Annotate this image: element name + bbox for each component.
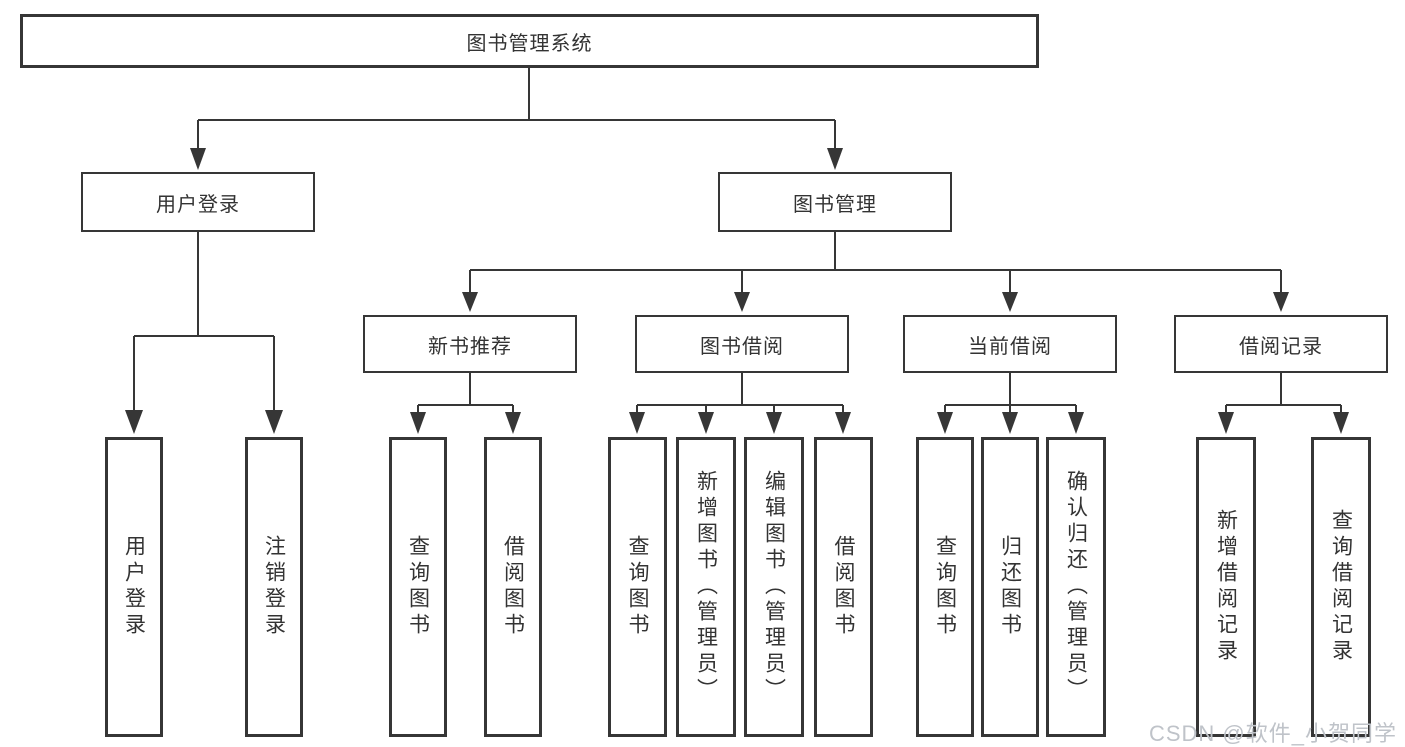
leaf-query-borrow-record-label: 查询借阅记录 <box>1329 509 1353 665</box>
arrow-down-icon <box>265 410 283 434</box>
leaf-user-login: 用户登录 <box>105 437 163 737</box>
arrow-down-icon <box>1068 412 1084 434</box>
arrow-down-icon <box>698 412 714 434</box>
leaf-query-books-current: 查询图书 <box>916 437 974 737</box>
connector-new-book-recommendation <box>410 373 521 434</box>
leaf-query-borrow-record: 查询借阅记录 <box>1311 437 1371 737</box>
watermark: CSDN @软件_小贺同学 <box>1148 721 1397 746</box>
arrow-down-icon <box>505 412 521 434</box>
leaf-logout: 注销登录 <box>245 437 303 737</box>
leaf-borrow-books-recommend-label: 借阅图书 <box>501 535 525 639</box>
leaf-add-book-admin-label: 新增图书（管理员） <box>694 470 718 704</box>
node-book-borrowing: 图书借阅 <box>635 315 849 373</box>
arrow-down-icon <box>937 412 953 434</box>
leaf-return-books: 归还图书 <box>981 437 1039 737</box>
arrow-down-icon <box>1273 292 1289 312</box>
arrow-down-icon <box>734 292 750 312</box>
leaf-user-login-label: 用户登录 <box>122 535 146 639</box>
leaf-logout-label: 注销登录 <box>262 535 286 639</box>
leaf-query-books-borrowing: 查询图书 <box>608 437 667 737</box>
connector-book-borrowing <box>629 373 851 434</box>
arrow-down-icon <box>125 410 143 434</box>
node-current-borrowing-label: 当前借阅 <box>968 335 1052 358</box>
node-book-borrowing-label: 图书借阅 <box>700 335 784 358</box>
node-borrowing-records-label: 借阅记录 <box>1239 335 1323 358</box>
node-borrowing-records: 借阅记录 <box>1174 315 1388 373</box>
node-user-login-label: 用户登录 <box>156 193 240 216</box>
leaf-query-books-borrowing-label: 查询图书 <box>626 535 649 639</box>
arrow-down-icon <box>629 412 645 434</box>
leaf-query-books-recommend-label: 查询图书 <box>406 535 430 639</box>
arrow-down-icon <box>1218 412 1234 434</box>
arrow-down-icon <box>462 292 478 312</box>
leaf-borrow-books: 借阅图书 <box>814 437 873 737</box>
arrow-down-icon <box>1002 412 1018 434</box>
leaf-borrow-books-label: 借阅图书 <box>832 535 855 639</box>
node-book-management: 图书管理 <box>718 172 952 232</box>
leaf-query-books-current-label: 查询图书 <box>933 535 957 639</box>
leaf-add-borrow-record-label: 新增借阅记录 <box>1214 509 1238 665</box>
leaf-confirm-return-admin: 确认归还（管理员） <box>1046 437 1106 737</box>
leaf-add-borrow-record: 新增借阅记录 <box>1196 437 1256 737</box>
connector-book-management <box>462 232 1289 312</box>
arrow-down-icon <box>410 412 426 434</box>
connector-borrowing-records <box>1218 373 1349 434</box>
arrow-down-icon <box>190 148 206 170</box>
leaf-add-book-admin: 新增图书（管理员） <box>676 437 736 737</box>
node-new-book-recommendation: 新书推荐 <box>363 315 577 373</box>
node-current-borrowing: 当前借阅 <box>903 315 1117 373</box>
leaf-edit-book-admin-label: 编辑图书（管理员） <box>762 470 786 704</box>
arrow-down-icon <box>766 412 782 434</box>
leaf-borrow-books-recommend: 借阅图书 <box>484 437 542 737</box>
connector-current-borrowing <box>937 373 1084 434</box>
leaf-confirm-return-admin-label: 确认归还（管理员） <box>1064 470 1088 704</box>
arrow-down-icon <box>835 412 851 434</box>
node-root-label: 图书管理系统 <box>466 32 593 55</box>
leaf-return-books-label: 归还图书 <box>998 535 1022 639</box>
connector-user-login <box>125 232 283 434</box>
node-book-management-label: 图书管理 <box>793 193 877 216</box>
arrow-down-icon <box>1333 412 1349 434</box>
leaf-edit-book-admin: 编辑图书（管理员） <box>744 437 804 737</box>
node-new-book-recommendation-label: 新书推荐 <box>428 335 512 358</box>
leaf-query-books-recommend: 查询图书 <box>389 437 447 737</box>
connector-root <box>190 68 843 170</box>
arrow-down-icon <box>827 148 843 170</box>
node-user-login: 用户登录 <box>81 172 315 232</box>
arrow-down-icon <box>1002 292 1018 312</box>
node-root: 图书管理系统 <box>20 14 1039 68</box>
